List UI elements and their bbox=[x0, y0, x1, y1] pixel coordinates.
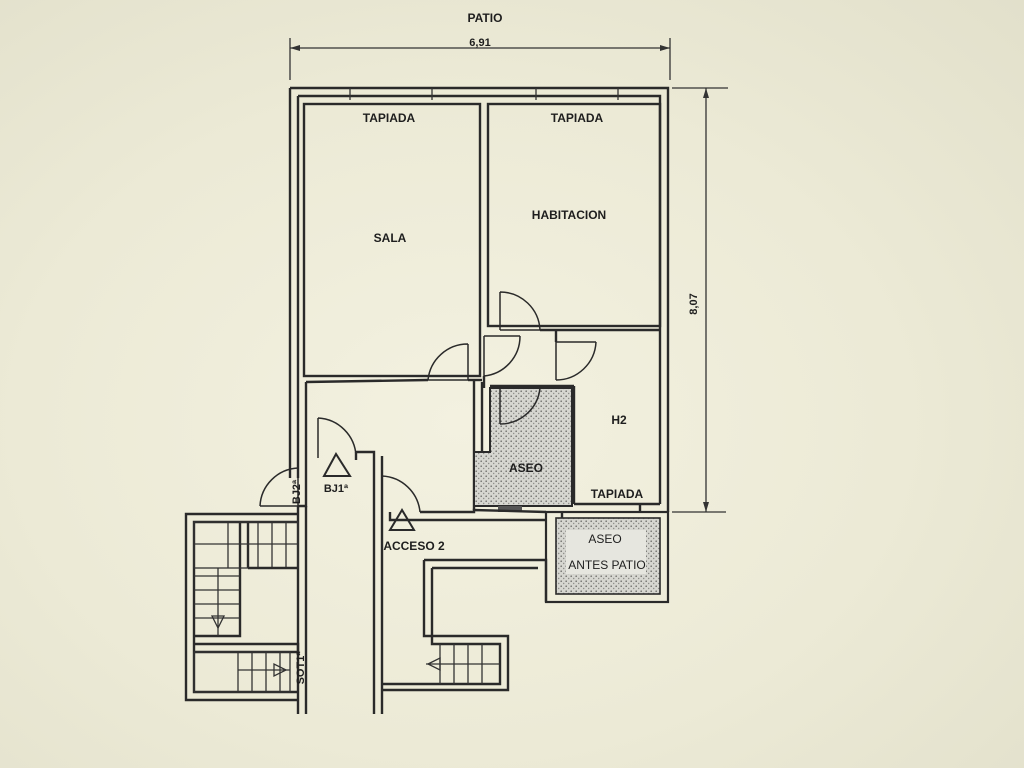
tapiada-right-label: TAPIADA bbox=[551, 111, 604, 125]
patio-label: PATIO bbox=[468, 11, 503, 25]
room-habitacion bbox=[486, 102, 662, 332]
tapiada-bottom-label: TAPIADA bbox=[591, 487, 644, 501]
room-aseo bbox=[473, 387, 573, 512]
acceso2-label: ACCESO 2 bbox=[383, 539, 445, 553]
aseo-antes-patio-line2: ANTES PATIO bbox=[568, 558, 646, 572]
stair-right bbox=[382, 558, 548, 692]
room-aseo-antes-patio bbox=[544, 510, 670, 604]
habitacion-label: HABITACION bbox=[532, 208, 606, 222]
height-dimension: 8,07 bbox=[672, 87, 728, 513]
sala-label: SALA bbox=[374, 231, 407, 245]
h2-label: H2 bbox=[611, 413, 627, 427]
bj1-triangle-icon bbox=[322, 452, 352, 477]
width-dimension-label: 6,91 bbox=[469, 37, 490, 49]
sot1-label: SOT1ª bbox=[295, 651, 307, 685]
aseo-label: ASEO bbox=[509, 461, 543, 475]
bj1-label: BJ1ª bbox=[324, 483, 349, 495]
stair-left bbox=[184, 512, 300, 702]
acceso2-triangle-icon bbox=[388, 508, 416, 531]
width-dimension: 6,91 bbox=[289, 37, 671, 80]
exterior-walls bbox=[288, 86, 670, 512]
bj2-label: BJ2ª bbox=[291, 479, 303, 504]
height-dimension-label: 8,07 bbox=[688, 293, 700, 314]
tapiada-left-label: TAPIADA bbox=[363, 111, 416, 125]
aseo-antes-patio-line1: ASEO bbox=[588, 532, 621, 546]
